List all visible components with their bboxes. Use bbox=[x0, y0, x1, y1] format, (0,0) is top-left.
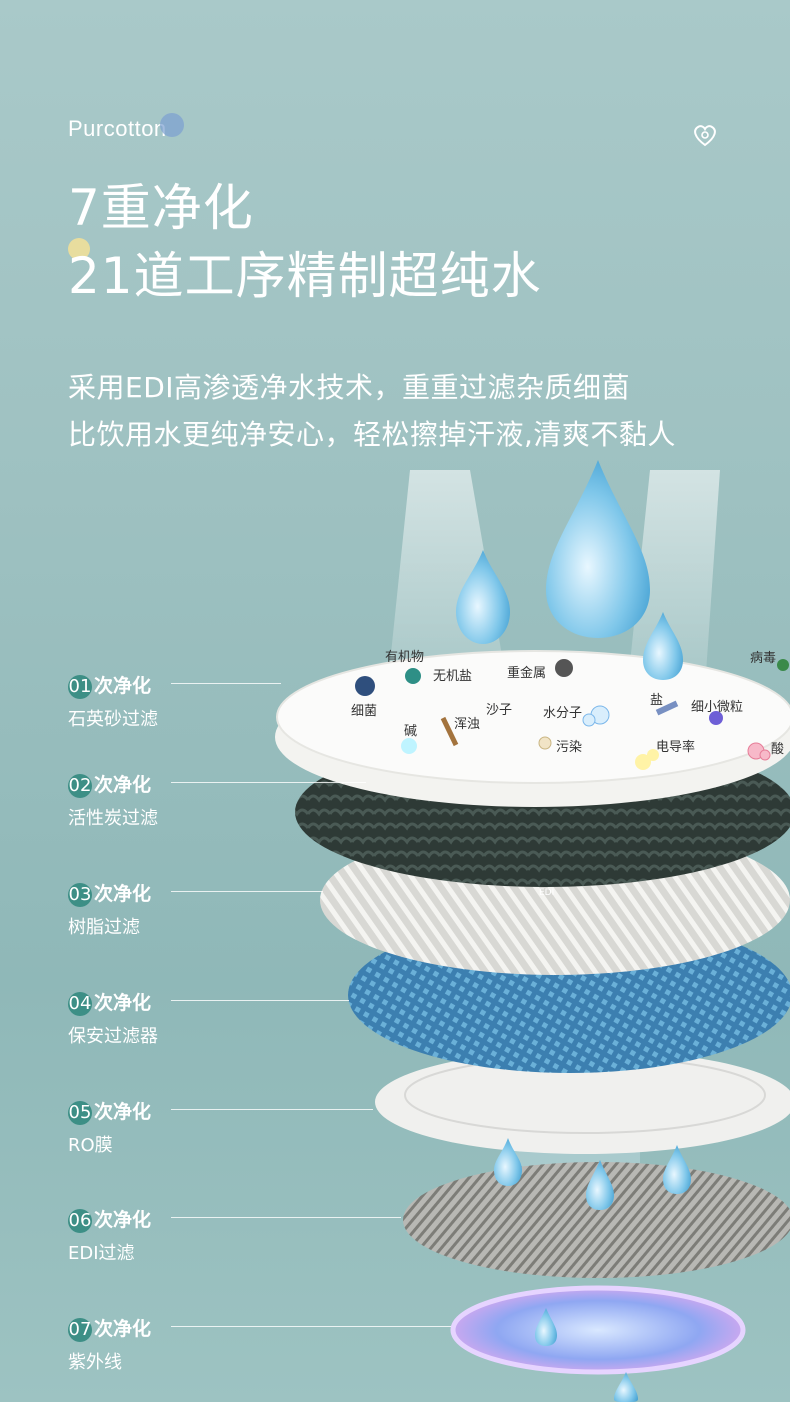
impurity-label-acid: 酸 bbox=[771, 742, 785, 757]
step-title: 次净化 bbox=[94, 992, 152, 1014]
yellow-dot-decoration bbox=[68, 238, 90, 260]
step-connector-line bbox=[171, 1109, 373, 1110]
impurity-label-conductivity: 电导率 bbox=[656, 740, 696, 755]
impurity-label-sand: 沙子 bbox=[486, 703, 513, 718]
step-subtitle: EDI过滤 bbox=[68, 1242, 135, 1264]
brand-dot-decoration bbox=[160, 113, 184, 137]
headline-line2: 21道工序精制超纯水 bbox=[68, 247, 542, 305]
impurity-label-pollution: 污染 bbox=[556, 740, 583, 755]
step-number: 04 bbox=[68, 991, 92, 1016]
description-line2: 比饮用水更纯净安心，轻松擦掉汗液,清爽不黏人 bbox=[68, 418, 676, 451]
step-title: 次净化 bbox=[94, 1209, 152, 1231]
step-title: 次净化 bbox=[94, 774, 152, 796]
impurity-label-virus: 病毒 bbox=[750, 651, 777, 666]
step-number: 06 bbox=[68, 1208, 92, 1233]
step-connector-line bbox=[171, 1000, 349, 1001]
impurity-label-bacteria: 细菌 bbox=[351, 704, 378, 719]
impurity-label-fine-particles: 细小微粒 bbox=[691, 700, 744, 715]
filter-stack-graphic bbox=[275, 460, 790, 1402]
description-line1: 采用EDI高渗透净水技术，重重过滤杂质细菌 bbox=[68, 371, 631, 404]
step-subtitle: 树脂过滤 bbox=[68, 916, 140, 938]
step-title: 次净化 bbox=[94, 1101, 152, 1123]
step-connector-line bbox=[171, 1326, 451, 1327]
step-subtitle: 活性炭过滤 bbox=[68, 807, 158, 829]
step-connector-line bbox=[171, 891, 323, 892]
edi-drop-label: EDI bbox=[539, 888, 555, 898]
impurity-label-heavy-metal: 重金属 bbox=[507, 666, 547, 681]
step-subtitle: 石英砂过滤 bbox=[68, 708, 158, 730]
step-connector-line bbox=[171, 683, 281, 684]
heart-cloud-icon[interactable] bbox=[690, 122, 720, 148]
step-number: 01 bbox=[68, 674, 92, 699]
step-number: 07 bbox=[68, 1317, 92, 1342]
step-title: 次净化 bbox=[94, 1318, 152, 1340]
impurity-label-turbidity: 浑浊 bbox=[454, 717, 481, 732]
step-number: 03 bbox=[68, 882, 92, 907]
headline-line1: 7重净化 bbox=[68, 179, 254, 237]
step-title: 次净化 bbox=[94, 883, 152, 905]
step-title: 次净化 bbox=[94, 675, 152, 697]
step-subtitle: 保安过滤器 bbox=[68, 1025, 158, 1047]
step-number: 05 bbox=[68, 1100, 92, 1125]
impurity-label-organic: 有机物 bbox=[385, 650, 425, 665]
step-number: 02 bbox=[68, 773, 92, 798]
impurity-label-alkali: 碱 bbox=[404, 724, 418, 739]
impurity-label-salt: 盐 bbox=[650, 693, 664, 708]
step-connector-line bbox=[171, 782, 366, 783]
step-subtitle: 紫外线 bbox=[68, 1351, 122, 1373]
step-connector-line bbox=[171, 1217, 401, 1218]
impurity-label-inorganic-salt: 无机盐 bbox=[433, 669, 473, 684]
brand-logo: Purcotton bbox=[68, 116, 167, 141]
step-subtitle: RO膜 bbox=[68, 1134, 113, 1156]
impurity-label-water-molecule: 水分子 bbox=[543, 706, 583, 721]
filter-layers-illustration: EDI bbox=[0, 440, 790, 1402]
